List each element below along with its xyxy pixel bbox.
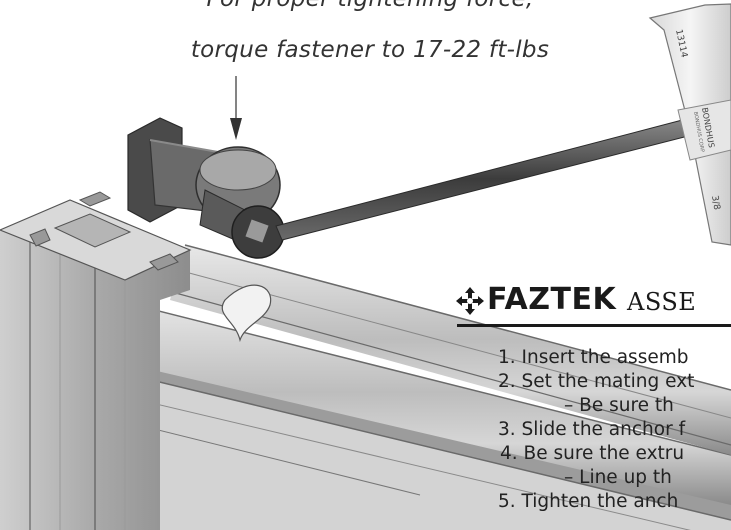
wrench-size-label: 3/8	[709, 195, 721, 211]
step-2-note: – Be sure th	[564, 395, 674, 416]
anchor-fastener	[127, 117, 285, 259]
step-5: 5. Tighten the anch	[498, 491, 679, 512]
four-way-arrow-icon	[456, 287, 484, 315]
horizontal-extrusion-lower	[100, 299, 731, 530]
section-title: ASSE	[627, 288, 697, 316]
assembly-steps-list: 1. Insert the assemb 2. Set the mating e…	[498, 346, 731, 530]
step-1: 1. Insert the assemb	[498, 347, 689, 368]
header-underline	[457, 324, 731, 327]
vertical-extrusion-post	[0, 191, 192, 530]
brand-name: FAZTEK	[487, 282, 617, 317]
torque-instruction-line-2: torque fastener to 17-22 ft-lbs	[190, 37, 550, 63]
step-4-note: – Line up th	[564, 467, 672, 488]
hex-key-wrench: 13114 BONDHUS BONDHUS CORP 3/8	[275, 3, 731, 246]
torque-instruction-line-1: For proper tightening force,	[140, 0, 600, 12]
step-3: 3. Slide the anchor f	[498, 419, 686, 440]
step-2: 2. Set the mating ext	[498, 371, 695, 392]
step-4: 4. Be sure the extru	[500, 443, 685, 464]
horizontal-extrusion-upper	[170, 244, 731, 455]
brand-header: FAZTEK ASSE	[455, 282, 731, 322]
torque-pointer-arrow	[230, 76, 242, 140]
